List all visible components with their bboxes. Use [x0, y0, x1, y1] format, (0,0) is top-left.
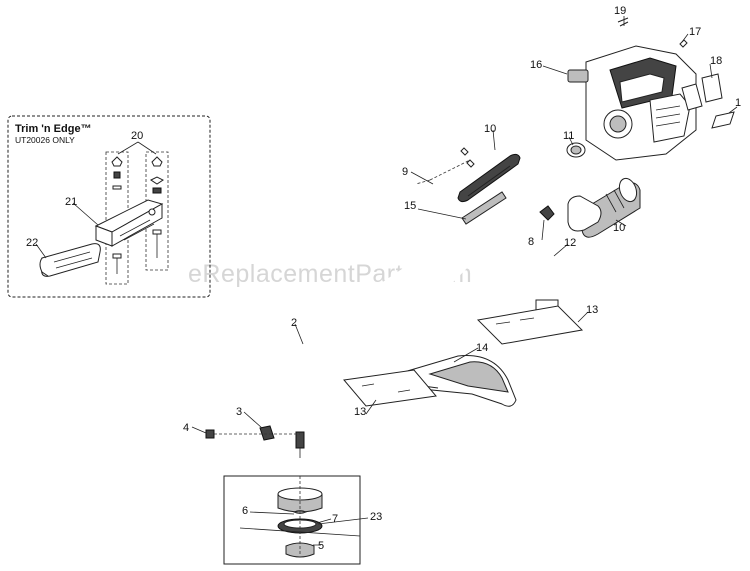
engine-housing [585, 45, 703, 161]
callout-6: 6 [242, 505, 248, 517]
callout-14: 14 [476, 342, 488, 354]
inset-bolt-left [111, 156, 123, 274]
callout-22: 22 [26, 237, 38, 249]
callout-15: 15 [404, 200, 416, 212]
callout-20: 20 [131, 130, 143, 142]
upper-handle-half [415, 147, 521, 203]
throttle-trigger [539, 205, 555, 221]
callout-13-upper: 13 [586, 304, 598, 316]
engine-screw-17 [679, 39, 688, 48]
inset-title: Trim 'n Edge™ [15, 123, 92, 135]
callout-17: 17 [689, 26, 701, 38]
callout-4: 4 [183, 422, 189, 434]
handle-clamp-plate [476, 305, 584, 345]
callout-16: 16 [530, 59, 542, 71]
shaft-clamp [259, 425, 275, 441]
trimmer-head-box [223, 475, 361, 565]
callout-19: 19 [614, 5, 626, 17]
callout-11: 11 [563, 130, 574, 142]
callout-5: 5 [318, 540, 324, 552]
rear-grip [567, 177, 641, 238]
callout-18: 18 [710, 55, 722, 67]
guard-bracket-plate [343, 369, 437, 407]
engine-decal-16 [567, 69, 589, 83]
callout-23: 23 [370, 511, 382, 523]
callout-9: 9 [402, 166, 408, 178]
callout-3: 3 [236, 406, 242, 418]
callout-2: 2 [291, 317, 297, 329]
guard-slots [361, 383, 411, 393]
drive-shaft [295, 148, 585, 458]
callout-12: 12 [564, 237, 576, 249]
callout-7: 7 [332, 513, 338, 525]
callout-10-grip: 10 [613, 222, 625, 234]
engine-cover-18 [701, 73, 723, 103]
callout-1: 1 [735, 97, 741, 109]
callout-13-lower: 13 [354, 406, 366, 418]
clamp-screw [205, 429, 215, 439]
callout-8: 8 [528, 236, 534, 248]
throttle-knob [566, 142, 586, 158]
shaft-decal [461, 191, 507, 225]
callout-10-handle: 10 [484, 123, 496, 135]
leaders [191, 16, 738, 546]
edger-guard [39, 243, 101, 277]
inset-frame [7, 115, 211, 298]
callout-21: 21 [65, 196, 77, 208]
engine-pin-19 [617, 17, 629, 27]
inset-bolt-right [150, 156, 164, 258]
engine-part-1 [711, 111, 735, 129]
edger-bracket [94, 199, 164, 247]
assist-handle [517, 245, 575, 315]
trim-n-edge-inset: Trim 'n Edge™ UT20026 ONLY [7, 115, 211, 298]
clamp-slots [495, 317, 535, 325]
inset-subtitle: UT20026 ONLY [15, 135, 75, 145]
